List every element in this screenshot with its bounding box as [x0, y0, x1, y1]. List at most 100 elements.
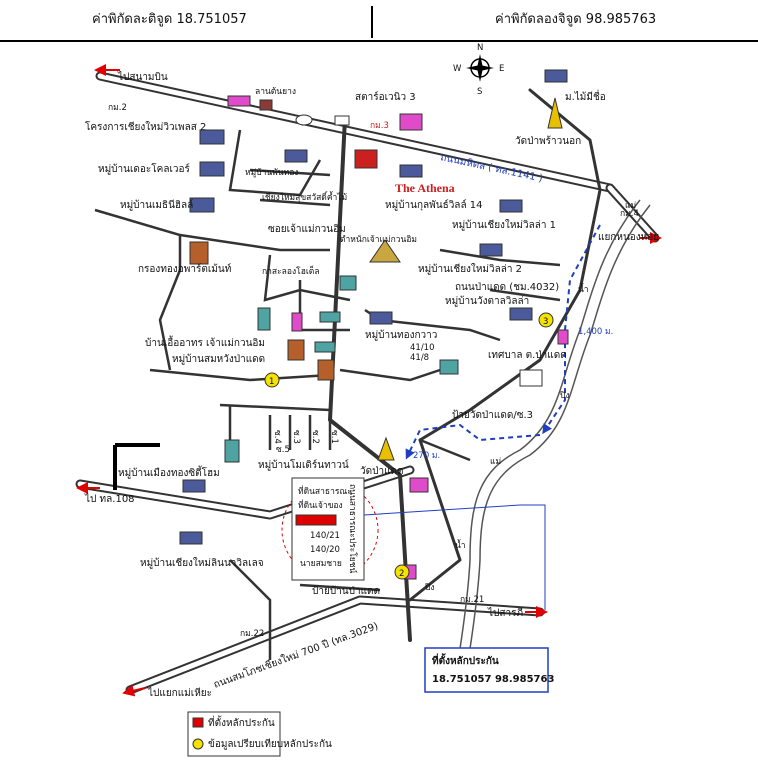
label-the-athena: The Athena: [395, 181, 455, 195]
house-icon: [399, 164, 423, 178]
latitude-label: ค่าพิกัดละติจูด 18.751057: [92, 12, 247, 27]
label-the-colour: หมู่บ้านเดอะโคลเวอร์: [98, 162, 190, 175]
compass-rose-icon: N S E W: [453, 43, 504, 97]
label-sign-ban-padaed: ป้ายบ้านป่าแดด: [312, 585, 380, 597]
label-kunphan: หมู่บ้านกุลพันธ์วิลล์ 14: [385, 199, 482, 211]
building-icon: [291, 312, 303, 332]
house-icon: [544, 69, 568, 83]
compass-n: N: [477, 43, 483, 53]
house-icon: [369, 311, 393, 325]
gas-station-icon: [295, 114, 313, 126]
house-icon: [499, 199, 523, 213]
building-icon: [409, 477, 429, 493]
label-sign-padaed: ป้ายวัดป่าแดด/ซ.3: [452, 409, 533, 421]
label-apartment: กรองทองอพาร์ตเม้นท์: [138, 263, 231, 275]
building-icon: [439, 359, 459, 375]
callout-coords: 18.751057 98.985763: [432, 674, 554, 685]
label-soi-41-8: 41/8: [410, 353, 429, 363]
label-padaed-road: ถนนป่าแดด (ชม.4032): [455, 282, 559, 293]
label-ban-phan-thong: หมู่บ้านพันทอง: [245, 167, 298, 178]
label-km3: กม.3: [370, 121, 389, 131]
label-km2: กม.2: [108, 103, 127, 113]
plot-number-2: 140/20: [310, 545, 340, 555]
label-thongkwao: หมู่บ้านทองกวาว: [365, 329, 437, 341]
coordinate-header: ค่าพิกัดละติจูด 18.751057 ค่าพิกัดลองจิจ…: [0, 0, 758, 42]
marker-3: 3: [543, 317, 548, 327]
label-soi-41-10: 41/10: [410, 343, 435, 353]
label-star-avenue: สตาร์อเวนิว 3: [355, 91, 416, 103]
marker-1: 1: [269, 377, 274, 387]
plot-label-1: ที่ดินสาธารณะ: [298, 485, 352, 497]
label-wangtan: หมู่บ้านวังตาลวิลล่า: [445, 295, 529, 307]
label-villa1: หมู่บ้านเชียงใหม่วิลล่า 1: [452, 219, 556, 231]
label-vivi-place: โครงการเชียงใหม่วิวเพลส 2: [85, 120, 206, 133]
label-sangkrom: เชียงใหม่สุขสวัสดิ์ค้ำไม้: [262, 191, 347, 203]
label-shrine: ตำหนักเจ้าแม่กวนอิม: [340, 234, 417, 245]
shrine-icon: [369, 239, 401, 263]
temple-icon: [547, 97, 563, 129]
label-s2: ซ.2: [310, 430, 320, 444]
label-modern-town: หมู่บ้านโมเดิร์นทาวน์: [258, 458, 349, 471]
label-s1: ซ.1: [329, 430, 339, 444]
label-wat-pa-phrao: วัดป่าพร้าวนอก: [515, 135, 581, 147]
label-mae-jo-village: ม.ไม้มีชื่อ: [565, 89, 606, 103]
label-km21: กม.21: [460, 595, 484, 605]
building-icon: [317, 359, 335, 381]
collateral-marker: [295, 514, 337, 526]
label-ping-2: ปิง: [425, 583, 435, 593]
star-avenue-icon: [399, 113, 423, 131]
compass-w: W: [453, 64, 462, 74]
location-map: N S E W: [75, 43, 662, 757]
label-s4: ซ.4: [272, 430, 282, 444]
label-s3: ซ.3: [291, 430, 301, 444]
marker-2: 2: [399, 569, 404, 579]
label-soi-chao-mae: ซอยเจ้าแม่กวนอิม: [268, 223, 346, 235]
header-divider: [371, 6, 373, 38]
label-nanthawan: หมู่บ้านเชียงใหม่ลินนาวิลเลจ: [140, 557, 264, 569]
thick-access-road: [113, 443, 160, 490]
label-nam-2: น้ำ: [455, 539, 466, 551]
compass-s: S: [477, 87, 482, 97]
label-metni-hill: หมู่บ้านเมธินีฮิลล์: [120, 199, 193, 211]
legend-red-swatch: [192, 717, 204, 728]
plot-owner: นายสมชาย: [300, 559, 342, 569]
label-dist-270: 270 ม.: [413, 451, 440, 461]
building-icon: [257, 307, 271, 331]
compass-e: E: [499, 64, 504, 74]
building-icon: [314, 341, 336, 353]
longitude-label: ค่าพิกัดลองจิจูด 98.985763: [495, 12, 657, 27]
arrow-to-mae-hia: [122, 684, 146, 697]
house-icon: [509, 307, 533, 321]
legend-yellow-swatch: [192, 738, 204, 750]
label-lan-ton-yang: ลานต้นยาง: [255, 86, 296, 97]
car-dealer-icon: [334, 115, 350, 126]
label-wat-padaed: วัดป่าแดด: [360, 466, 404, 477]
label-mae-2: แม่: [490, 457, 501, 467]
building-icon: [224, 439, 240, 463]
label-s5: ซ.5: [276, 445, 290, 455]
plot-road-label: ถนนสาธารณะประโยชน์: [347, 484, 358, 574]
house-icon: [284, 149, 308, 163]
plot-label-2: ที่ดินเจ้าของ: [298, 499, 343, 511]
label-hotel: กาสะลองโฮเต็ล: [262, 265, 320, 277]
label-km4: กม.4: [620, 209, 639, 219]
direction-arrows: [76, 64, 662, 697]
collateral-callout: ที่ตั้งหลักประกัน 18.751057 98.985763: [424, 647, 554, 693]
ping-river: [454, 199, 651, 681]
label-samwang: หมู่บ้านสมหวังป่าแดด: [172, 353, 265, 365]
label-nong-hoi: แยกหนองหอย: [598, 232, 659, 243]
label-dist-1400: 1,400 ม.: [578, 327, 613, 337]
house-icon: [199, 129, 225, 145]
athena-building-icon: [354, 149, 378, 169]
collateral-plot: ที่ดินสาธารณะ ที่ดินเจ้าของ 140/21 140/2…: [281, 477, 379, 581]
label-to-108: ไป ทล.108: [84, 493, 135, 505]
house-icon: [179, 531, 203, 545]
label-villa2: หมู่บ้านเชียงใหม่วิลล่า 2: [418, 263, 522, 275]
label-tessaban: เทศบาล ต.ป่าแดด: [488, 350, 567, 361]
house-icon: [479, 243, 503, 257]
building-icon: [287, 339, 305, 361]
map-legend: ที่ตั้งหลักประกัน ข้อมูลเปรียบเทียบหลักป…: [187, 711, 332, 757]
label-muang-thong: หมู่บ้านเมืองทองซิตี้โฮม: [118, 465, 220, 479]
plot-number-1: 140/21: [310, 531, 340, 541]
house-icon: [199, 161, 225, 177]
